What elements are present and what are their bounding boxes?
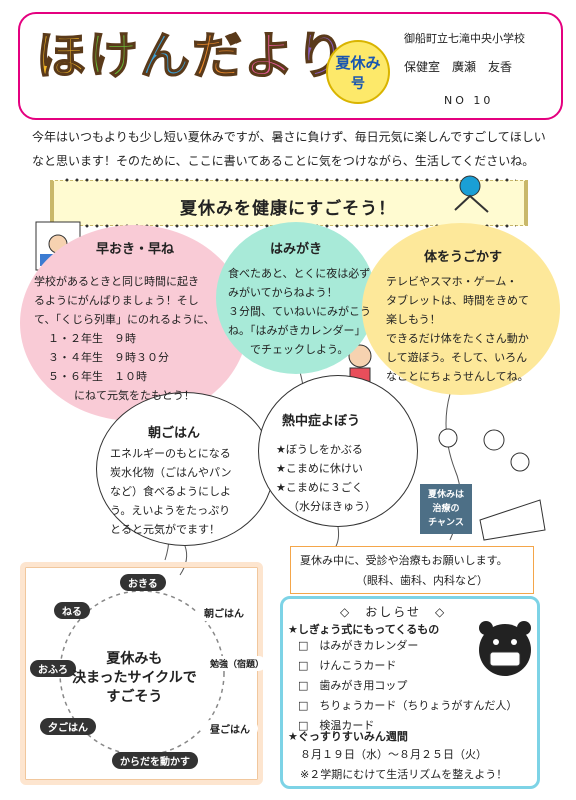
- breakfast-text: エネルギーのもとになる 炭水化物（ごはんやパン など）食べるようにしよ う。えい…: [110, 447, 232, 536]
- office-name: 保健室 廣瀬 友香: [404, 60, 513, 74]
- cycle-exercise: からだを動かす: [112, 752, 198, 769]
- balloon-teeth: [216, 222, 376, 374]
- header-frame: [18, 12, 563, 120]
- sleep-dates: ８月１９日（水）～８月２５日（火）: [300, 748, 487, 761]
- kumamon-mascot-icon: [479, 621, 531, 676]
- list-item: □ はみがきカレンダー: [298, 639, 419, 652]
- list-item: □ けんこうカード: [298, 659, 397, 672]
- cycle-dinner: 夕ごはん: [40, 718, 96, 735]
- daily-cycle-box: [20, 562, 263, 785]
- teeth-text: 食べたあと、とくに夜は必ず みがいてからねよう！ ３分間、ていねいにみがこう ね…: [228, 267, 371, 356]
- running-kid-icon: [454, 175, 489, 213]
- cycle-wake: おきる: [120, 574, 166, 591]
- balloon-breakfast: [96, 392, 274, 546]
- breakfast-heading: 朝ごはん: [148, 426, 201, 441]
- balloon-move: [362, 223, 560, 395]
- notice-line2: （眼科、歯科、内科など）: [356, 574, 488, 587]
- wake-text: 学校があるときと同じ時間に起き るようにがんばりましょう！そし て、「くじら列車…: [34, 275, 215, 402]
- issue-unit: 号: [351, 76, 365, 92]
- heatstroke-text: ★ぼうしをかぶる ★こまめに休けい ★こまめに３ごく （水分ほきゅう）: [276, 443, 376, 513]
- list-item: □ 検温カード: [298, 719, 375, 732]
- move-text: テレビやスマホ・ゲーム・ タブレットは、時間をきめて 楽しもう！ できるだけ体を…: [386, 275, 529, 383]
- masthead-char: ほ: [35, 26, 88, 86]
- cycle-center-text: 夏休みも 決まったサイクルで すごそう: [72, 651, 197, 705]
- dentist-scene-icon: [438, 428, 546, 541]
- intro-text: 今年はいつもよりも少し短い夏休みですが、暑さに負けず、毎日元気に楽しんですごして…: [32, 130, 546, 168]
- cycle-lunch: 昼ごはん: [202, 720, 258, 737]
- list-item: □ 歯みがき用コップ: [298, 679, 408, 692]
- wake-heading: 早おき・早ね: [96, 242, 175, 257]
- list-item: □ ちりょうカード（ちりょうがすんだ人）: [298, 699, 518, 712]
- balloon-wake: [20, 225, 248, 421]
- heatstroke-heading: 熱中症よぼう: [282, 414, 361, 429]
- collect-items: □ はみがきカレンダー □ けんこうカード □ 歯みがき用コップ □ ちりょうカ…: [298, 636, 517, 736]
- cycle-breakfast: 朝ごはん: [196, 604, 252, 621]
- cycle-study: 勉強（宿題）: [208, 656, 267, 671]
- masthead-title: ほけんだより: [35, 26, 348, 86]
- issue-number: NO 10: [444, 94, 494, 107]
- notice-line1: 夏休み中に、受診や治療もお願いします。: [300, 554, 508, 567]
- school-name: 御船町立七滝中央小学校: [404, 32, 525, 45]
- main-title: 夏休みを健康にすごそう！: [180, 199, 397, 219]
- issue-badge: 夏休み 号: [326, 40, 390, 104]
- info-title: ◇ おしらせ ◇: [340, 605, 447, 619]
- cycle-bath: おふろ: [30, 660, 76, 677]
- collect-heading: ★しぎょう式にもってくるもの: [288, 623, 440, 636]
- masthead-char: よ: [243, 26, 296, 86]
- balloon-heatstroke: [258, 375, 418, 527]
- masthead-char: ん: [139, 26, 192, 86]
- issue-season: 夏休み: [335, 54, 381, 72]
- dots-top: [62, 178, 516, 182]
- sleep-note: ※２学期にむけて生活リズムを整えよう！: [300, 768, 508, 781]
- sleep-heading: ★ぐっすりすいみん週間: [288, 730, 408, 743]
- masthead-char: だ: [191, 26, 244, 86]
- move-heading: 体をうごかす: [424, 250, 503, 265]
- cycle-sleep: ねる: [54, 602, 90, 619]
- info-box: [280, 596, 540, 789]
- treatment-sign: 夏休みは 治療の チャンス: [420, 484, 472, 534]
- masthead-char: け: [87, 26, 140, 86]
- teeth-heading: はみがき: [270, 242, 323, 257]
- notice-box: [290, 546, 534, 594]
